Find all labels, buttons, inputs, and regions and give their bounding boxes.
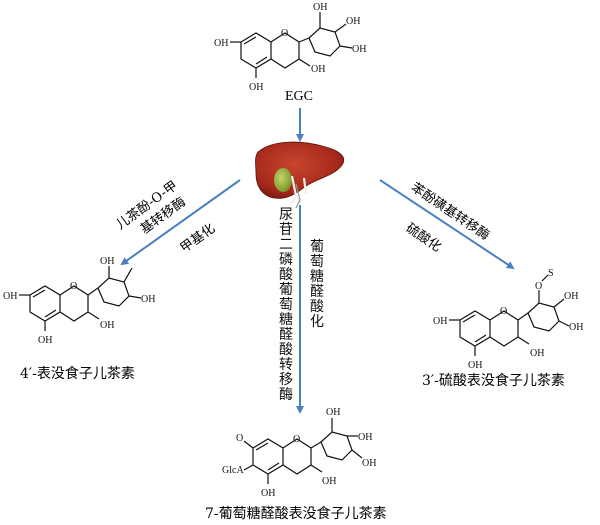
sulfate-oh-5p: OH bbox=[569, 322, 583, 333]
sulfate-oh-5: OH bbox=[468, 360, 482, 371]
glucuronide-oh-3: OH bbox=[322, 476, 336, 487]
glucuronide-o-7: O bbox=[236, 433, 243, 444]
sulfate-ring-oxygen: O bbox=[500, 306, 507, 317]
center-enzyme: 尿苷二磷酸葡萄糖醛酸转移酶 bbox=[279, 207, 293, 403]
egc-oh-5p: OH bbox=[352, 44, 366, 55]
methyl-ring-oxygen: O bbox=[70, 281, 77, 292]
sulfate-egc-structure: S O OH OH OH OH OH O bbox=[433, 268, 583, 371]
egc-ring-oxygen: O bbox=[281, 28, 288, 39]
sulfate-o-3p: O bbox=[535, 281, 542, 292]
methyl-egc-structure: OH OH OH OH OH O bbox=[3, 256, 155, 346]
egc-oh-5: OH bbox=[249, 82, 263, 93]
sulfate-oh-3: OH bbox=[530, 348, 544, 359]
glucuronide-ring-oxygen: O bbox=[293, 434, 300, 445]
arrow-to-methyl bbox=[120, 179, 241, 266]
methyl-oh-7: OH bbox=[3, 291, 17, 302]
methyl-egc-label: 4′-表没食子儿茶素 bbox=[20, 365, 135, 382]
methyl-oh-5: OH bbox=[38, 335, 52, 346]
egc-oh-7: OH bbox=[214, 38, 228, 49]
methyl-oh-5p: OH bbox=[141, 294, 155, 305]
sulfate-oh-4p: OH bbox=[564, 291, 578, 302]
sulfate-oh-7: OH bbox=[433, 316, 447, 327]
arrow-to-sulfate bbox=[379, 179, 515, 270]
right-reaction: 硫酸化 bbox=[403, 221, 444, 255]
sulfate-egc-label: 3′-硫酸表没食子儿茶素 bbox=[422, 372, 565, 389]
glucuronide-oh-3p: OH bbox=[326, 407, 340, 418]
glucuronide-egc-label: 7-葡萄糖醛酸表没食子儿茶素 bbox=[205, 505, 387, 522]
methyl-oh-3p: OH bbox=[100, 256, 114, 267]
glucuronide-egc-structure: O GlcA OH OH OH OH OH O bbox=[222, 407, 376, 499]
egc-oh-3p: OH bbox=[313, 2, 327, 13]
center-reaction: 葡萄糖醛酸化 bbox=[310, 239, 324, 330]
gallbladder-icon bbox=[274, 168, 292, 192]
glucuronide-oh-5: OH bbox=[261, 488, 275, 499]
egc-oh-3: OH bbox=[311, 64, 325, 75]
glucuronide-glca: GlcA bbox=[222, 465, 244, 476]
egc-structure: OH OH OH OH OH OH O bbox=[214, 2, 366, 93]
methyl-oh-3: OH bbox=[100, 320, 114, 331]
left-reaction: 甲基化 bbox=[178, 221, 218, 256]
liver-icon bbox=[255, 141, 345, 209]
egc-oh-4p: OH bbox=[346, 16, 360, 27]
glucuronide-oh-4p: OH bbox=[358, 432, 372, 443]
egc-label: EGC bbox=[285, 89, 313, 104]
sulfate-s: S bbox=[548, 268, 554, 279]
glucuronide-oh-5p: OH bbox=[362, 458, 376, 469]
